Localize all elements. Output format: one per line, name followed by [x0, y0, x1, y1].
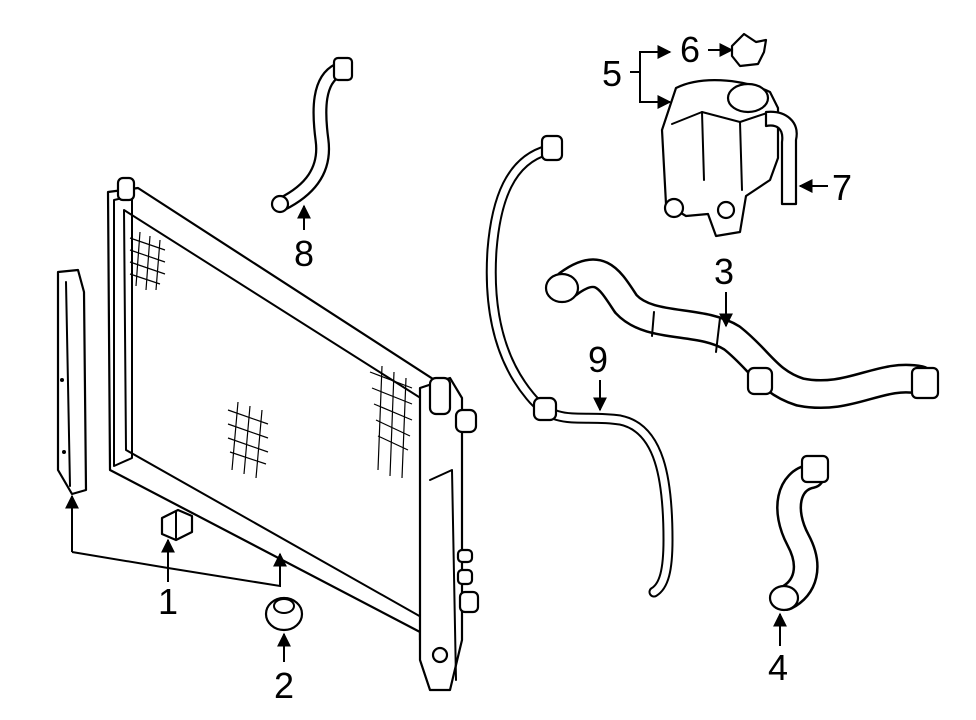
callout-8: 8 — [294, 233, 314, 274]
leader-lines — [65, 43, 828, 662]
callout-2: 2 — [274, 665, 294, 706]
side-deflector-part — [56, 268, 88, 496]
upper-small-hose-part — [270, 56, 354, 214]
upper-radiator-hose-part — [544, 258, 940, 410]
coolant-reservoir-part — [660, 79, 798, 238]
reservoir-cap-part — [730, 32, 768, 68]
callout-4: 4 — [768, 647, 788, 688]
drain-plug-part — [160, 508, 194, 542]
overflow-hose-part — [485, 134, 674, 598]
callout-3: 3 — [714, 251, 734, 292]
radiator-part — [106, 176, 480, 692]
callout-6: 6 — [680, 29, 700, 70]
callout-1: 1 — [158, 581, 178, 622]
callout-7: 7 — [832, 167, 852, 208]
callout-9: 9 — [588, 339, 608, 380]
mount-insulator-part — [264, 596, 304, 632]
lower-radiator-hose-part — [768, 454, 830, 612]
callout-5: 5 — [602, 53, 622, 94]
